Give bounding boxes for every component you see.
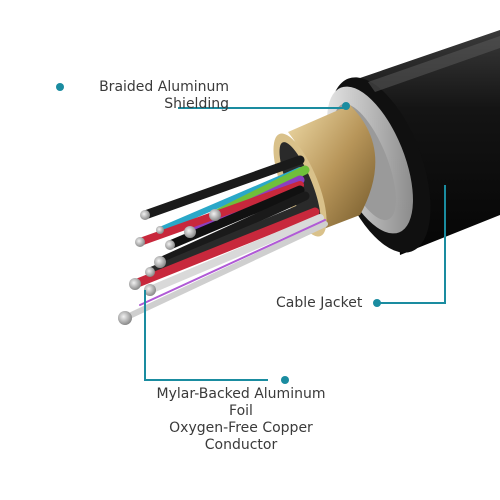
label-bottom-line1: Mylar-Backed Aluminum [156,386,326,402]
callout-line-jacket [375,185,446,304]
wire-tips [118,209,221,325]
callouts [56,83,446,384]
label-bottom-line4: Conductor [204,437,278,453]
conductor-wires [122,155,328,321]
label-jacket: Cable Jacket [276,295,363,311]
callout-line-bottom [144,290,268,381]
callout-dot-jacket [373,299,381,307]
label-foil-conductor: Mylar-Backed Aluminum Foil Oxygen-Free C… [140,386,342,454]
label-shielding: Braided Aluminum Shielding [67,79,229,113]
label-bottom-line3: Oxygen-Free Copper [169,420,313,436]
callout-dot-bottom [281,376,289,384]
label-bottom-line2: Foil [229,403,253,419]
callout-end-shielding [342,102,350,110]
callout-dot-shielding [56,83,64,91]
label-shielding-line2: Shielding [164,96,229,112]
label-shielding-line1: Braided Aluminum [99,79,229,95]
